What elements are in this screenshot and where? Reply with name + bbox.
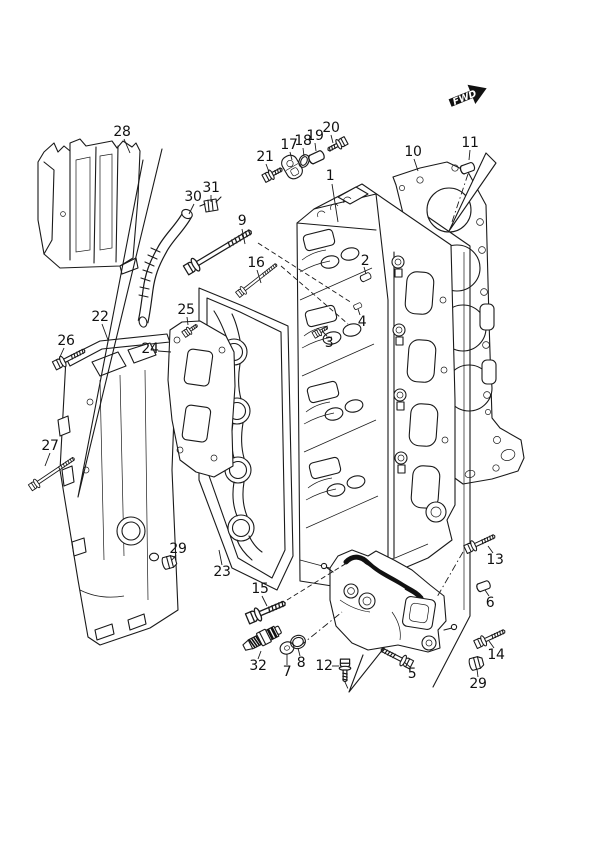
part-callout-14: 14 [487, 647, 505, 663]
thermo-sensor-art [242, 625, 282, 651]
oring-8-art [290, 634, 306, 650]
part-callout-2: 2 [360, 253, 370, 269]
part-callout-29: 29 [169, 541, 187, 557]
oring-18-art [298, 154, 310, 168]
leader-wedge-dowel [448, 152, 497, 232]
part-callout-13: 13 [486, 552, 504, 568]
leader-line-29 [476, 668, 479, 678]
leader-line-10 [413, 158, 419, 172]
leader-line-29 [171, 554, 177, 561]
leader-line-14 [488, 640, 495, 649]
part-callout-28: 28 [113, 124, 131, 140]
plate-gasket-art [167, 320, 236, 478]
plug-29b-art [467, 654, 485, 672]
dowel-6-art [475, 579, 492, 593]
part-callout-31: 31 [202, 180, 220, 196]
leader-line-3 [321, 330, 328, 337]
part-callout-18: 18 [294, 133, 312, 149]
part-callout-9: 9 [237, 213, 247, 229]
part-callout-3: 3 [324, 335, 334, 351]
bolt-20-art [324, 135, 350, 156]
bolt-9-art [181, 224, 256, 278]
breather-hose-art [137, 208, 193, 328]
leader-line-21 [265, 163, 270, 173]
centerline-bolt9 [257, 242, 353, 304]
leader-line-32 [257, 650, 262, 660]
leader-line-23 [218, 549, 223, 566]
leader-line-25 [186, 316, 189, 326]
part-callout-20: 20 [322, 120, 340, 136]
leader-line-19 [314, 142, 317, 152]
part-callout-4: 4 [357, 314, 367, 330]
leader-line-17 [289, 151, 293, 161]
part-callout-7: 7 [282, 664, 292, 680]
fwd-arrow: FWD [448, 84, 487, 108]
part-callout-11: 11 [461, 135, 479, 151]
callout-leader-lines [44, 134, 495, 678]
part-callout-15: 15 [251, 581, 269, 597]
bolt-21-art [260, 163, 286, 184]
leader-line-26 [58, 347, 65, 360]
coil-cover-art [37, 138, 141, 275]
bolt-15-art [244, 595, 289, 626]
part-callout-22: 22 [91, 309, 109, 325]
part-callout-29: 29 [469, 676, 487, 692]
leader-wedge-coil-cover [77, 148, 163, 498]
seal-retainer-art [281, 154, 303, 180]
leader-line-28 [123, 138, 131, 154]
bolt-12-art [338, 658, 352, 683]
centerline-bolt16 [280, 265, 349, 325]
leader-line-8 [297, 647, 301, 657]
leader-wedge-bottom [344, 647, 385, 693]
centerline-sensor [299, 611, 343, 647]
leader-line-13 [487, 545, 494, 554]
head-cover-art [57, 333, 179, 646]
part-callout-10: 10 [404, 144, 422, 160]
leader-line-2 [363, 266, 367, 275]
cylinder-head-art [296, 183, 456, 589]
part-callout-12: 12 [315, 658, 333, 674]
part-callout-21: 21 [256, 149, 274, 165]
part-callout-1: 1 [325, 168, 335, 184]
part-callout-17: 17 [280, 137, 298, 153]
hose-clamp-art [199, 196, 222, 213]
part-callout-30: 30 [184, 189, 202, 205]
head-lower-block-art [320, 549, 458, 653]
centerline-bolt15 [286, 560, 351, 601]
leader-line-1 [331, 183, 339, 223]
part-callout-16: 16 [247, 255, 265, 271]
part-callout-27: 27 [41, 438, 59, 454]
leader-line-9 [241, 228, 246, 245]
leader-line-15 [261, 595, 268, 607]
leader-line-22 [101, 323, 109, 341]
part-callout-6: 6 [485, 595, 495, 611]
leader-line-27 [44, 452, 51, 467]
part-callout-8: 8 [296, 655, 306, 671]
leader-line-30 [188, 203, 195, 215]
leader-line-16 [256, 269, 262, 284]
part-callout-32: 32 [249, 658, 267, 674]
part-callout-23: 23 [213, 564, 231, 580]
collar-19-art [306, 149, 327, 166]
part-callout-26: 26 [57, 333, 75, 349]
dowel-11-art [458, 161, 477, 176]
part-callout-19: 19 [306, 128, 324, 144]
leader-line-6 [484, 589, 490, 597]
centerline-bolt13 [436, 551, 464, 598]
leader-line-4 [357, 308, 361, 316]
leader-line-20 [330, 134, 334, 144]
plug-washer-art [148, 552, 160, 562]
leader-line-11 [468, 149, 471, 161]
part-callout-25: 25 [177, 302, 195, 318]
leader-line-24 [157, 350, 172, 353]
leader-line-18 [302, 147, 305, 157]
part-callout-5: 5 [407, 666, 417, 682]
fwd-label: FWD [451, 88, 478, 108]
part-callout-24: 24 [141, 341, 159, 357]
leader-line-5 [403, 661, 411, 668]
